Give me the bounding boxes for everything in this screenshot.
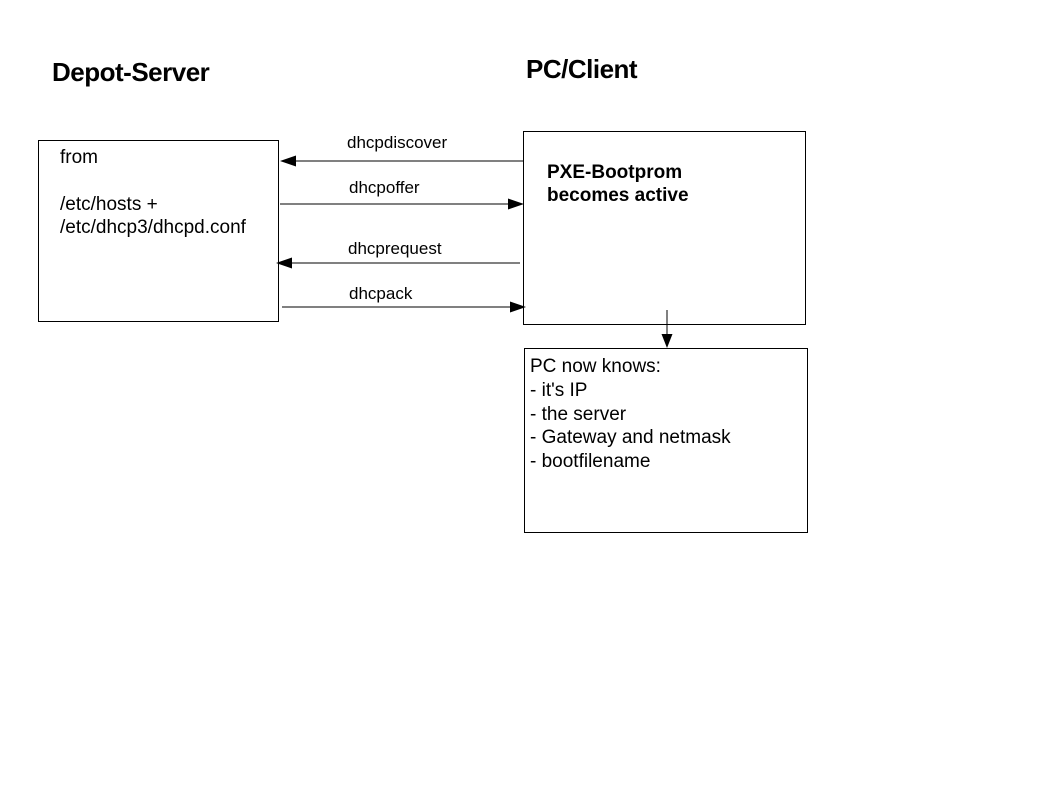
server-box-line: from: [60, 147, 98, 168]
server-box-line: /etc/dhcp3/dhcpd.conf: [60, 217, 246, 238]
knows-box-line: - it's IP: [530, 380, 588, 401]
arrow-client-to-knows: [661, 310, 673, 348]
server-box: from /etc/hosts + /etc/dhcp3/dhcpd.conf: [38, 140, 279, 322]
knows-box-line: - bootfilename: [530, 451, 651, 472]
knows-box: PC now knows: - it's IP - the server - G…: [524, 348, 808, 533]
client-box-line: PXE-Bootprom: [547, 162, 683, 183]
client-box: PXE-Bootprom becomes active: [523, 131, 806, 325]
knows-box-line: - the server: [530, 404, 627, 425]
arrow-dhcpdiscover: [280, 155, 523, 167]
message-label-dhcpack: dhcpack: [349, 284, 413, 303]
message-label-dhcprequest: dhcprequest: [348, 239, 442, 258]
arrow-dhcpack: [282, 301, 526, 313]
message-label-dhcpdiscover: dhcpdiscover: [347, 133, 448, 152]
arrow-dhcpoffer: [280, 198, 524, 210]
client-title: PC/Client: [526, 54, 638, 84]
knows-box-line: PC now knows:: [530, 356, 661, 377]
message-label-dhcpoffer: dhcpoffer: [349, 178, 420, 197]
server-box-line: /etc/hosts +: [60, 194, 158, 215]
server-title: Depot-Server: [52, 57, 210, 87]
knows-box-line: - Gateway and netmask: [530, 427, 731, 448]
arrow-dhcprequest: [276, 257, 520, 269]
client-box-line: becomes active: [547, 185, 689, 206]
